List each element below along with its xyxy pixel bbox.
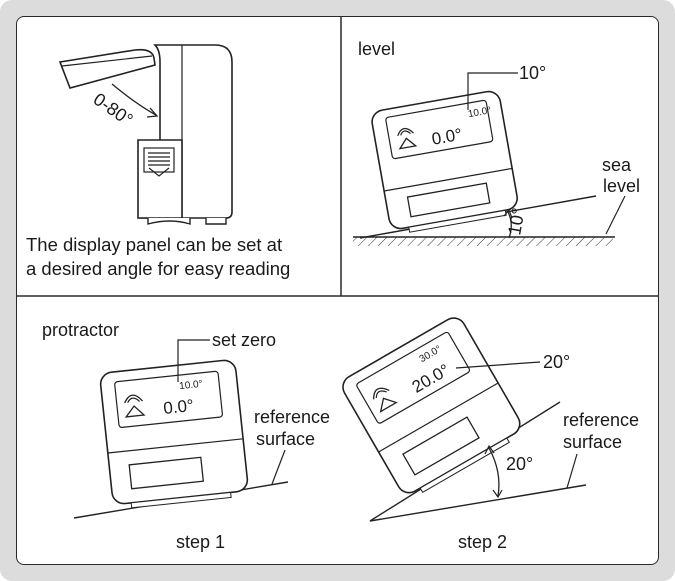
ground-hatch bbox=[353, 237, 613, 246]
step1-ref-label-1: reference bbox=[254, 407, 330, 427]
device-side-view bbox=[58, 44, 233, 225]
step2-reference-surface bbox=[369, 484, 587, 522]
step1-ref-label-2: surface bbox=[256, 429, 315, 449]
sea-pointer bbox=[605, 195, 626, 235]
tilt-angle-label: 10° bbox=[504, 206, 528, 236]
step1-display-main: 0.0° bbox=[162, 396, 194, 418]
step2-callout-line bbox=[455, 361, 541, 369]
step2-device: 30.0° 20.0° bbox=[342, 317, 521, 494]
step2-callout-label: 20° bbox=[543, 352, 570, 372]
step1-ref-pointer bbox=[271, 449, 286, 485]
protractor-title: protractor bbox=[42, 320, 119, 340]
step2-ref-label-2: surface bbox=[563, 432, 622, 452]
caption-line-1: The display panel can be set at bbox=[26, 234, 282, 255]
level-callout-line bbox=[467, 72, 518, 110]
step1-display-small: 10.0° bbox=[179, 379, 203, 392]
sea-label-1: sea bbox=[602, 155, 632, 175]
level-device: 10.0° 0.0° bbox=[371, 90, 518, 233]
step1-callout-line bbox=[177, 339, 210, 382]
step2-ref-label-1: reference bbox=[563, 410, 639, 430]
level-display-small: 10.0° bbox=[467, 105, 492, 120]
step1-callout-label: set zero bbox=[212, 330, 276, 350]
caption-line-2: a desired angle for easy reading bbox=[26, 258, 290, 279]
step2-angle-label: 20° bbox=[506, 454, 533, 474]
step2-ref-pointer bbox=[566, 453, 578, 489]
sea-label-2: level bbox=[603, 176, 640, 196]
step2-angle-arc bbox=[488, 447, 500, 497]
level-callout-label: 10° bbox=[519, 63, 546, 83]
level-display-main: 0.0° bbox=[430, 125, 463, 149]
step1-device: 10.0° 0.0° bbox=[99, 359, 249, 509]
tilt-angle-arc bbox=[507, 211, 512, 239]
angle-range-label: 0-80° bbox=[90, 89, 137, 130]
level-title: level bbox=[358, 39, 395, 59]
step1-label: step 1 bbox=[176, 532, 225, 552]
step2-label: step 2 bbox=[458, 532, 507, 552]
